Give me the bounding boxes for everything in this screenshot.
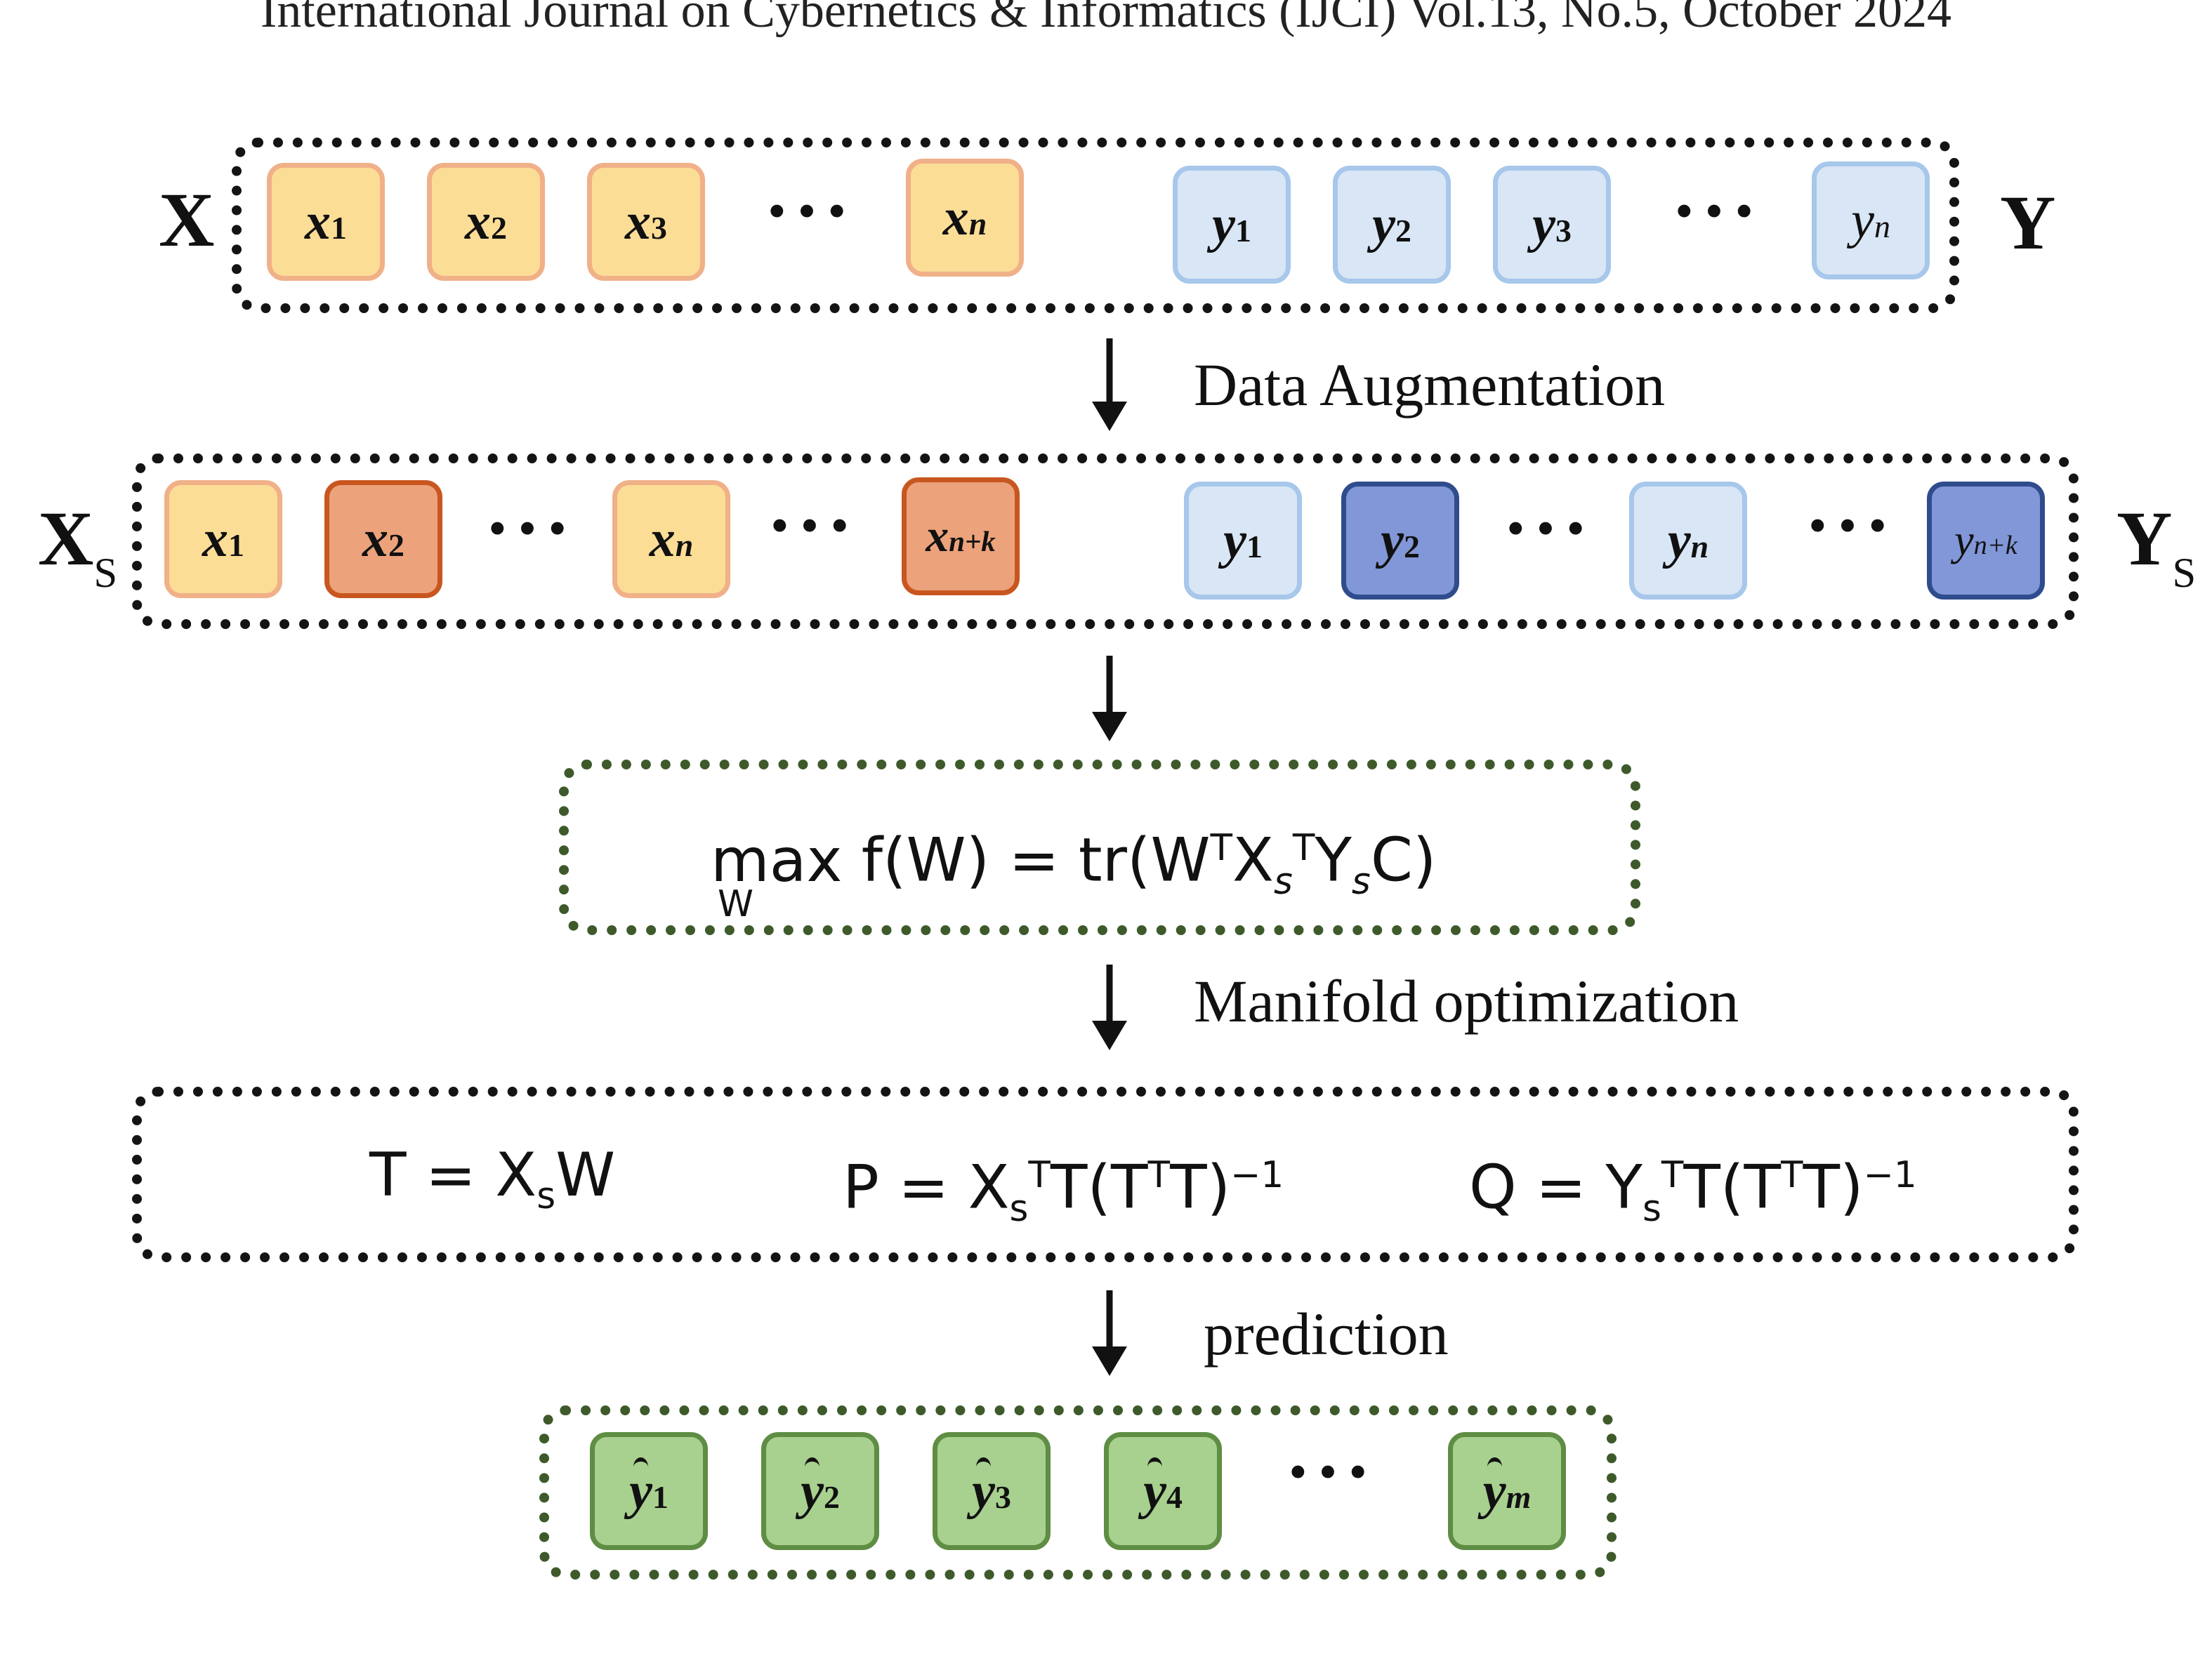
down-arrow-icon <box>1092 1290 1127 1376</box>
original-data-frame <box>232 138 1959 313</box>
xs-matrix-label: XS <box>38 496 118 597</box>
ellipsis: ··· <box>1671 168 1762 253</box>
down-arrow-icon <box>1092 656 1127 741</box>
ellipsis: ··· <box>485 485 575 571</box>
prediction-frame <box>539 1405 1617 1580</box>
augmented-data-frame <box>132 454 2079 629</box>
prediction-label: prediction <box>1204 1300 1449 1368</box>
equations-frame <box>132 1087 2079 1262</box>
ellipsis: ··· <box>764 168 855 253</box>
data-augmentation-label: Data Augmentation <box>1194 351 1666 418</box>
x-matrix-label: X <box>159 177 215 263</box>
ellipsis: ··· <box>1805 482 1895 568</box>
manifold-optimization-label: Manifold optimization <box>1194 967 1739 1035</box>
ellipsis: ··· <box>767 482 857 568</box>
down-arrow-icon <box>1092 338 1127 431</box>
ellipsis: ··· <box>1503 485 1593 571</box>
y-matrix-label: Y <box>2000 180 2056 265</box>
t-equation: T = XsW <box>369 1140 616 1218</box>
down-arrow-icon <box>1092 965 1127 1050</box>
ys-matrix-label: YS <box>2116 496 2197 597</box>
ellipsis: ··· <box>1285 1429 1376 1514</box>
journal-header: International Journal on Cybernetics & I… <box>260 0 1952 38</box>
objective-frame <box>559 760 1640 935</box>
p-equation: P = XsTT(TTT)−1 <box>843 1152 1284 1230</box>
q-equation: Q = YsTT(TTT)−1 <box>1469 1152 1917 1230</box>
